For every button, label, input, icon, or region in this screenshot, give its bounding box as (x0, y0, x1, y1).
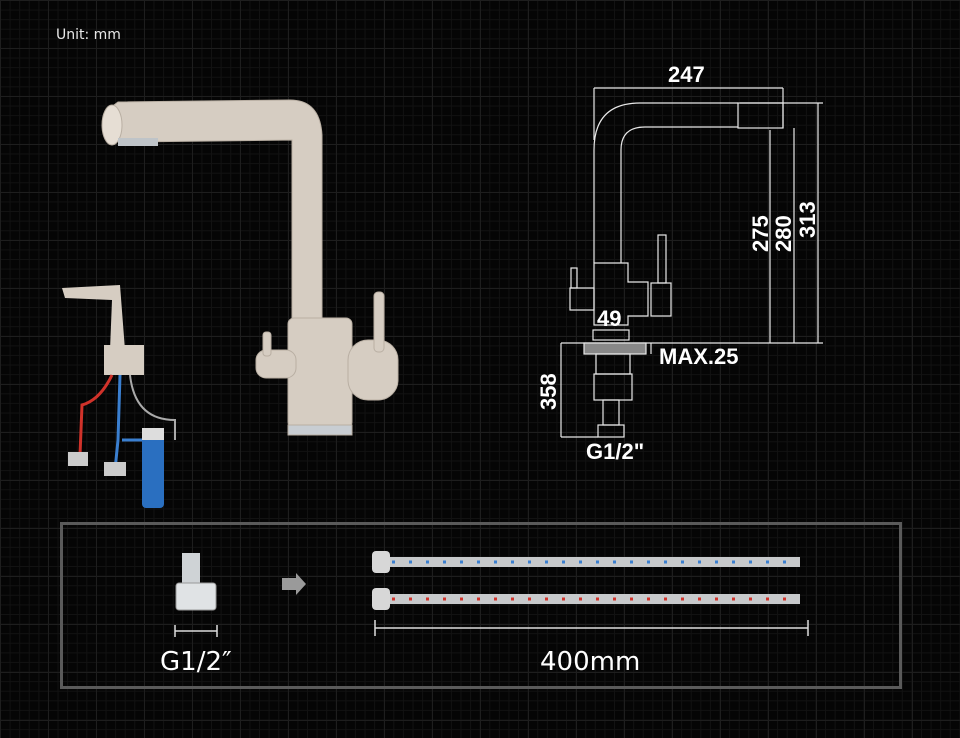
hose-length-dimension: 358 (536, 373, 561, 410)
installation-diagram-image (62, 285, 176, 508)
faucet-main-image (101, 99, 399, 436)
max-thickness-dimension: MAX.25 (659, 344, 739, 369)
width-dimension: 247 (668, 62, 705, 87)
technical-drawing (560, 87, 823, 438)
accessory-adapter-image (174, 553, 218, 637)
hose-length-label: 400mm (540, 647, 641, 677)
unit-label: Unit: mm (56, 27, 121, 43)
thread-dimension: G1/2" (586, 439, 645, 464)
height-dimension-280: 280 (771, 215, 796, 252)
accessories-panel (60, 522, 902, 689)
height-dimension-275: 275 (748, 215, 773, 252)
base-diameter-dimension: 49 (597, 306, 622, 331)
arrow-icon (282, 573, 306, 595)
height-dimension-313: 313 (795, 201, 820, 238)
braided-hoses-image (372, 551, 809, 636)
adapter-label: G1/2″ (160, 647, 232, 677)
